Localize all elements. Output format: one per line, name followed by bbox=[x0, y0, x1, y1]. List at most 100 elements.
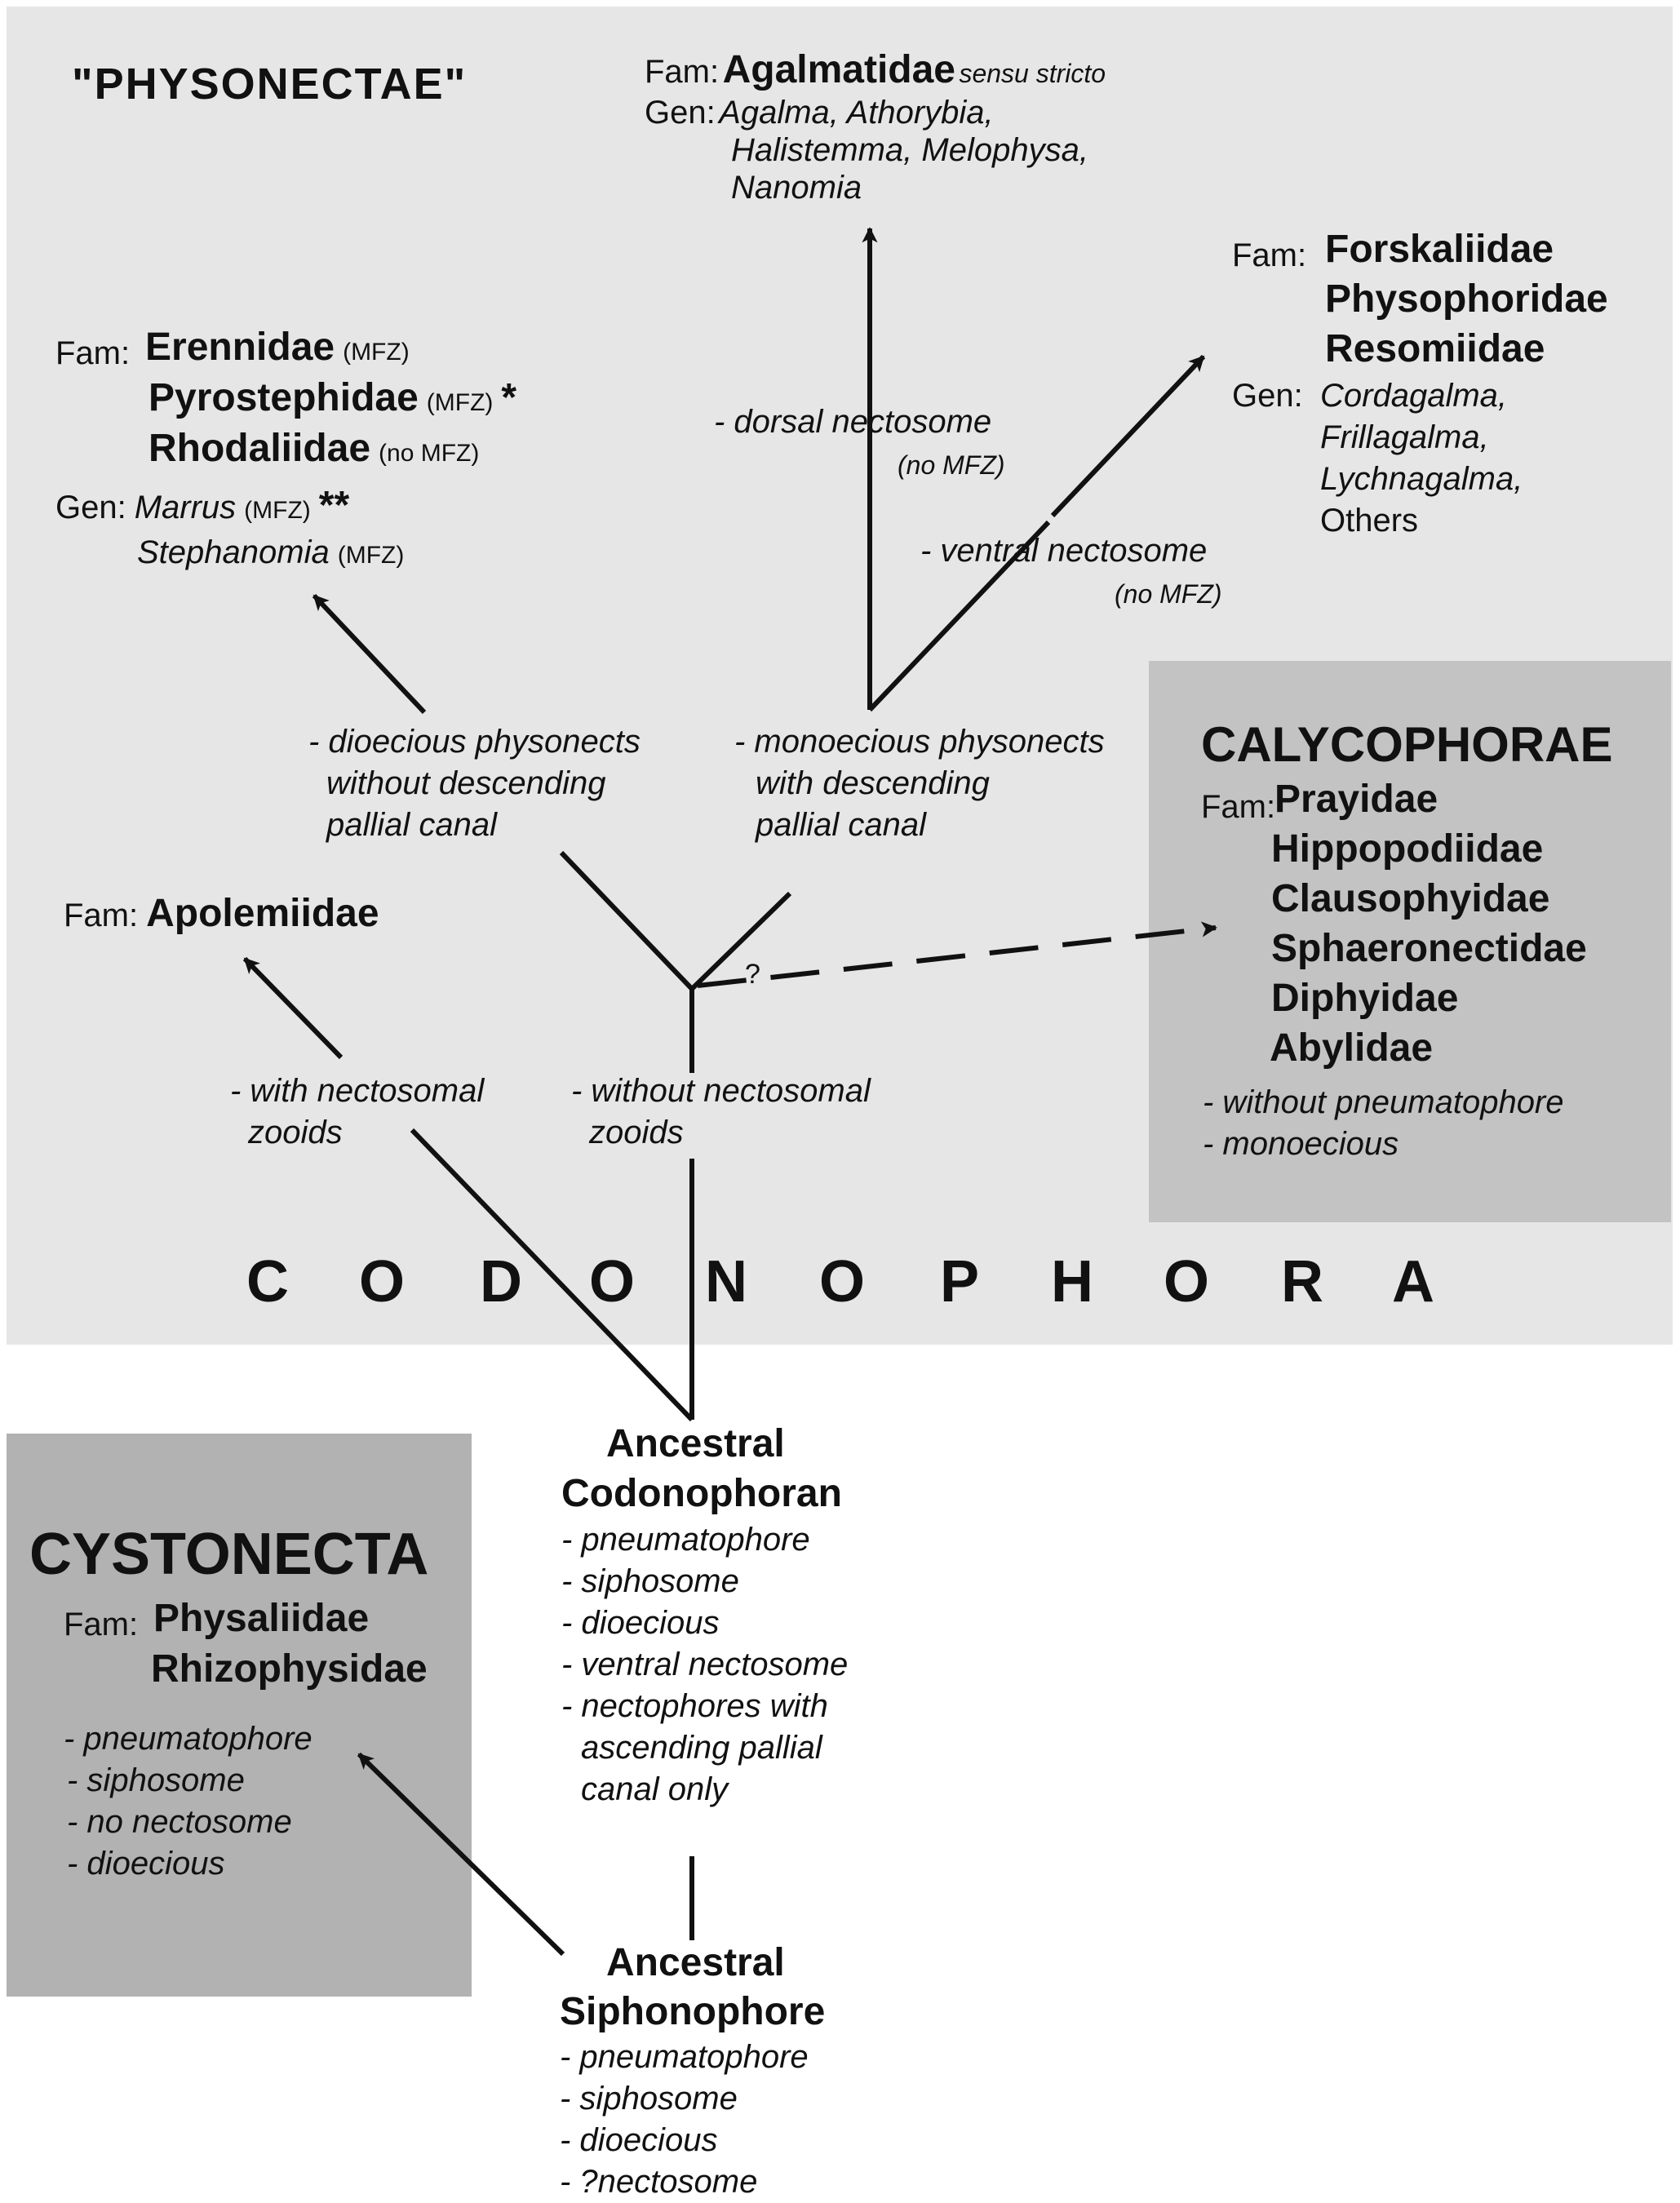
family-clausophyidae: Clausophyidae bbox=[1271, 877, 1550, 920]
family-agalmatidae: Agalmatidae bbox=[722, 48, 955, 91]
trait-line: - no nectosome bbox=[67, 1804, 292, 1840]
ancestral-siphonophore-title-2: Siphonophore bbox=[560, 1990, 826, 2033]
trait-line: pallial canal bbox=[756, 807, 927, 843]
cystonecta-traits: - pneumatophore - siphosome - no nectoso… bbox=[64, 1718, 313, 1885]
agalmatidae-family-row: Fam: Agalmatidae sensu stricto bbox=[645, 47, 1106, 92]
genus-row: Stephanomia (MFZ) bbox=[137, 534, 404, 571]
trait-dioecious-physonects: - dioecious physonects without descendin… bbox=[308, 721, 641, 846]
codonophora-letter: C bbox=[246, 1249, 289, 1314]
asterisk-mark: * bbox=[501, 376, 517, 419]
family-sphaeronectidae: Sphaeronectidae bbox=[1271, 927, 1587, 970]
arrow-to-cystonecta bbox=[357, 1752, 565, 1957]
genus-marrus: Marrus bbox=[134, 490, 237, 525]
trait-note: (no MFZ) bbox=[898, 450, 1005, 480]
physonectae-title: "PHYSONECTAE" bbox=[72, 60, 468, 109]
asterisk-mark: ** bbox=[318, 484, 350, 527]
trait-line: pallial canal bbox=[326, 807, 498, 843]
genus-others: Others bbox=[1320, 503, 1419, 539]
calycophorae-panel bbox=[1149, 661, 1671, 1222]
trait-line: - monoecious physonects bbox=[734, 724, 1105, 760]
trait-dorsal-nectosome: - dorsal nectosome bbox=[714, 404, 992, 440]
mfz-note: (MFZ) bbox=[426, 389, 494, 416]
codonophora-letter: N bbox=[705, 1249, 747, 1314]
family-row: Pyrostephidae (MFZ) * bbox=[148, 375, 516, 420]
trait-line: - without pneumatophore bbox=[1203, 1084, 1564, 1120]
family-rhizophysidae: Rhizophysidae bbox=[151, 1647, 428, 1691]
family-forskaliidae: Forskaliidae bbox=[1325, 228, 1554, 271]
fam-label: Fam: bbox=[645, 54, 720, 90]
genus-stephanomia: Stephanomia bbox=[137, 534, 330, 570]
genus-line: Cordagalma, bbox=[1320, 378, 1508, 414]
trait-line: - pneumatophore bbox=[560, 2039, 809, 2075]
gen-label: Gen: bbox=[55, 490, 126, 525]
trait-line: - siphosome bbox=[561, 1563, 739, 1599]
trait-line: - with nectosomal bbox=[230, 1073, 485, 1109]
family-resomiidae: Resomiidae bbox=[1325, 327, 1545, 370]
ancestral-siphonophore-title-1: Ancestral bbox=[606, 1941, 785, 1984]
trait-line: - dioecious bbox=[560, 2122, 718, 2158]
codonophora-letter: O bbox=[359, 1249, 406, 1314]
family-hippopodiidae: Hippopodiidae bbox=[1271, 827, 1544, 871]
gen-label: Gen: bbox=[1232, 378, 1303, 414]
genus-line: Agalma, Athorybia, bbox=[719, 95, 994, 131]
fam-label: Fam: bbox=[64, 1607, 139, 1642]
trait-line: - siphosome bbox=[67, 1762, 245, 1798]
branch-dioecious bbox=[559, 850, 694, 991]
trait-line: - nectophores with bbox=[561, 1688, 828, 1724]
genus-row: Gen: Marrus (MFZ) ** bbox=[55, 483, 349, 528]
trait-note: (no MFZ) bbox=[1115, 579, 1222, 609]
codonophora-letter: A bbox=[1392, 1249, 1434, 1314]
trait-line: - pneumatophore bbox=[561, 1522, 810, 1558]
trait-line: zooids bbox=[248, 1115, 343, 1150]
apolemiidae-row: Fam: Apolemiidae bbox=[64, 891, 379, 936]
family-row: Rhodaliidae (no MFZ) bbox=[148, 426, 479, 471]
trait-line: - without nectosomal bbox=[571, 1073, 871, 1109]
trait-line: with descending bbox=[756, 765, 990, 801]
mfz-note: (no MFZ) bbox=[379, 440, 480, 467]
trait-line: - dioecious physonects bbox=[308, 724, 641, 760]
family-prayidae: Prayidae bbox=[1274, 778, 1438, 821]
family-row: Erennidae (MFZ) bbox=[145, 325, 410, 370]
trait-line: - pneumatophore bbox=[64, 1721, 313, 1757]
codonophora-letter: H bbox=[1051, 1249, 1093, 1314]
stem-forskaliidae bbox=[867, 520, 1051, 712]
codonophora-letter: P bbox=[940, 1249, 980, 1314]
calycophorae-title: CALYCOPHORAE bbox=[1201, 717, 1613, 772]
codonophora-letter: O bbox=[589, 1249, 636, 1314]
ancestral-codonophoran-title-2: Codonophoran bbox=[561, 1472, 842, 1515]
branch-with-nectosomal bbox=[410, 1128, 694, 1422]
family-pyrostephidae: Pyrostephidae bbox=[148, 376, 419, 419]
codonophora-letter: R bbox=[1281, 1249, 1323, 1314]
gen-label: Gen: bbox=[645, 95, 716, 131]
agalmatidae-genera: Gen: Agalma, Athorybia, Halistemma, Melo… bbox=[645, 94, 1088, 206]
branch-monoecious bbox=[689, 891, 792, 991]
genus-line: Lychnagalma, bbox=[1320, 461, 1523, 497]
ancestral-siphonophore-traits: - pneumatophore - siphosome - dioecious … bbox=[560, 2037, 809, 2203]
trait-line: - dioecious bbox=[561, 1605, 720, 1641]
family-rhodaliidae: Rhodaliidae bbox=[148, 427, 371, 470]
fam-label: Fam: bbox=[1201, 789, 1276, 825]
mfz-note: (MFZ) bbox=[343, 339, 410, 366]
family-erennidae: Erennidae bbox=[145, 326, 335, 369]
family-physophoridae: Physophoridae bbox=[1325, 277, 1608, 321]
codonophora-letter: O bbox=[819, 1249, 866, 1314]
mfz-note: (MFZ) bbox=[244, 497, 311, 524]
fam-label: Fam: bbox=[55, 335, 131, 371]
sensu-stricto: sensu stricto bbox=[959, 59, 1106, 88]
genus-line: Frillagalma, bbox=[1320, 419, 1489, 455]
trait-line: - monoecious bbox=[1203, 1126, 1399, 1162]
cystonecta-panel bbox=[7, 1434, 472, 1997]
trait-line: - dioecious bbox=[67, 1846, 225, 1882]
genus-line: Nanomia bbox=[731, 170, 862, 206]
arrow-to-apolemiidae bbox=[242, 956, 344, 1060]
genus-line: Halistemma, Melophysa, bbox=[731, 132, 1088, 168]
arrow-to-calycophorae bbox=[697, 921, 1217, 988]
trait-with-nectosomal-zooids: - with nectosomal zooids bbox=[230, 1070, 484, 1154]
family-abylidae: Abylidae bbox=[1270, 1026, 1434, 1070]
mfz-note: (MFZ) bbox=[337, 542, 405, 569]
trait-without-nectosomal-zooids: - without nectosomal zooids bbox=[571, 1070, 871, 1154]
trait-line: - siphosome bbox=[560, 2081, 738, 2117]
trait-line: - ventral nectosome bbox=[561, 1647, 849, 1682]
trait-line: ascending pallial bbox=[581, 1730, 822, 1766]
